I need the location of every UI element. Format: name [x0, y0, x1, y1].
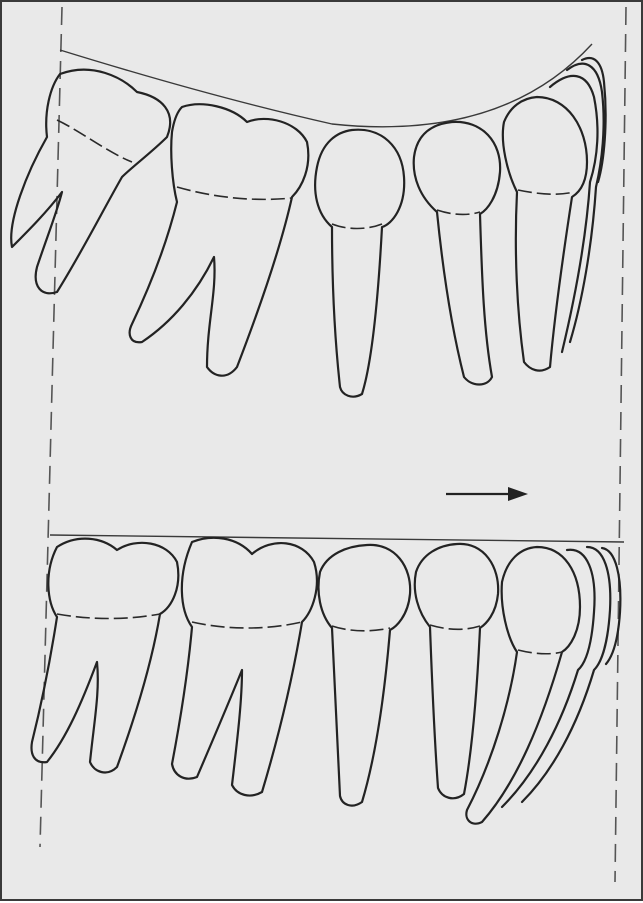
- lower-occlusal-line: [50, 535, 624, 542]
- upper-molar: [130, 104, 309, 375]
- lower-molar-2: [172, 538, 317, 796]
- right-guide-line: [615, 7, 626, 882]
- lower-premolar-1: [319, 545, 411, 806]
- lower-premolar-2-cej: [430, 625, 480, 629]
- upper-occlusal-curve: [60, 44, 592, 127]
- upper-canine-cej: [518, 190, 574, 194]
- lower-premolar-2: [415, 544, 498, 798]
- upper-premolar-1-cej: [332, 224, 382, 229]
- lower-premolar-1-cej: [332, 626, 390, 631]
- lower-molar-1-cej: [57, 614, 160, 619]
- direction-arrow: [446, 487, 528, 501]
- upper-molar-cej: [177, 187, 292, 199]
- upper-arch: [11, 44, 605, 397]
- upper-partial-molar: [11, 70, 170, 294]
- lower-molar-2-cej: [192, 622, 302, 628]
- upper-premolar-1: [315, 130, 404, 397]
- left-guide-line: [40, 7, 62, 847]
- lower-molar-1: [32, 539, 179, 773]
- upper-premolar-2-cej: [437, 210, 480, 214]
- upper-partial-molar-cej: [57, 120, 132, 162]
- upper-premolar-2: [414, 122, 500, 385]
- lower-arch: [32, 535, 624, 824]
- lower-canine-cej: [518, 650, 562, 654]
